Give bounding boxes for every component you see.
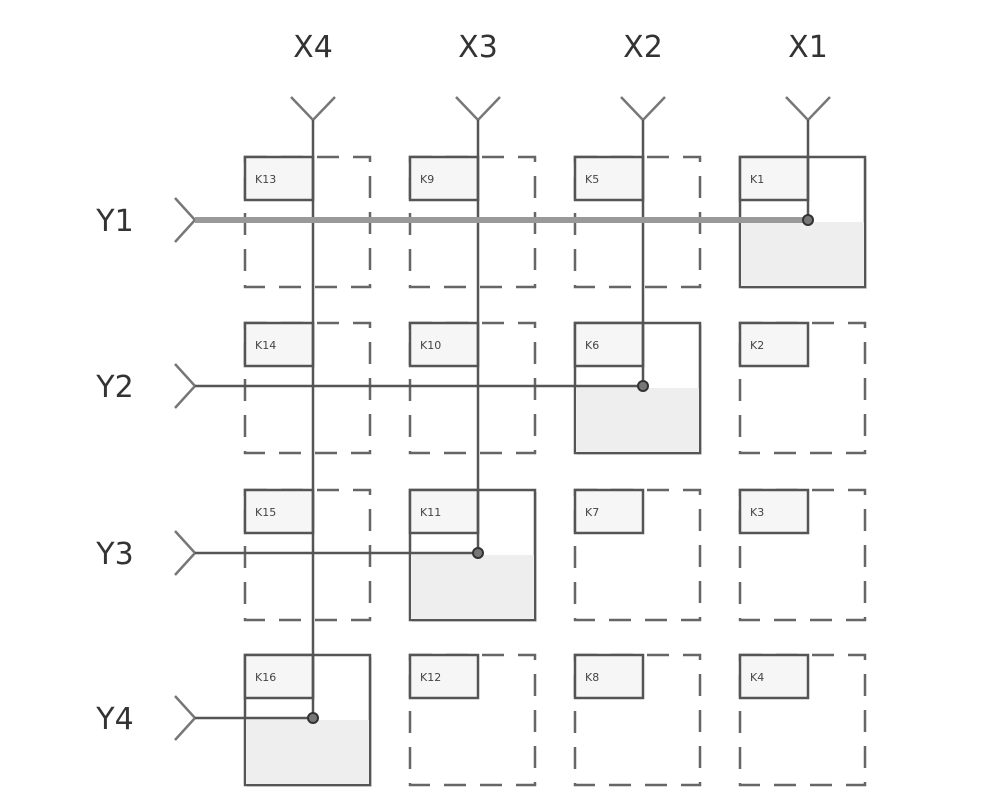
cell-box-inactive (738, 653, 867, 787)
cell-label-box (738, 488, 810, 535)
cell-fill (643, 388, 699, 452)
cell-label-box (573, 488, 645, 535)
cell-fill (313, 720, 369, 784)
cell-box-inactive (573, 653, 702, 787)
cell-fill (808, 222, 864, 286)
column-label-x3: X3 (458, 30, 498, 65)
cell-box-inactive (573, 488, 702, 622)
row-label-y3: Y3 (95, 537, 133, 572)
row-connector-icon (174, 695, 197, 741)
cell-label-box (573, 653, 645, 700)
cell-label-box (408, 155, 480, 202)
cell-k2: K2 (738, 321, 867, 455)
junction-dot-icon (307, 712, 319, 724)
cell-label-box (738, 155, 810, 202)
cell-label-box (243, 653, 315, 700)
cell-label: K6 (585, 339, 599, 352)
cell-k3: K3 (738, 488, 867, 622)
cell-label: K4 (750, 671, 764, 684)
row-label-y2: Y2 (95, 370, 133, 405)
cell-k4: K4 (738, 653, 867, 787)
cell-k14: K14 (243, 321, 372, 455)
cell-fill (741, 220, 809, 286)
cell-k7: K7 (573, 488, 702, 622)
cell-fill (478, 555, 534, 619)
cell-label: K8 (585, 671, 599, 684)
cell-k13: K13 (243, 155, 372, 289)
row-connector-icon (174, 530, 197, 576)
cell-k15: K15 (243, 488, 372, 622)
junction-dot-icon (472, 547, 484, 559)
row-connector-icon (174, 197, 197, 243)
cell-fill (411, 553, 479, 619)
cell-label: K12 (420, 671, 441, 684)
cell-label: K9 (420, 173, 434, 186)
cell-label-box (408, 653, 480, 700)
cell-box-inactive (243, 321, 372, 455)
cell-k8: K8 (573, 653, 702, 787)
cell-box-inactive (408, 653, 537, 787)
junction-dot-icon (637, 380, 649, 392)
cell-label-box (738, 321, 810, 368)
cell-label: K5 (585, 173, 599, 186)
column-connector-icon (620, 96, 666, 122)
junction-dot-icon (802, 214, 814, 226)
cell-label-box (408, 321, 480, 368)
cell-box-inactive (738, 321, 867, 455)
cell-label: K14 (255, 339, 276, 352)
column-connector-icon (290, 96, 336, 122)
column-label-x1: X1 (788, 30, 828, 65)
column-connector-icon (455, 96, 501, 122)
cell-label: K11 (420, 506, 441, 519)
cell-label: K10 (420, 339, 441, 352)
cell-label: K16 (255, 671, 276, 684)
column-label-x4: X4 (293, 30, 333, 65)
cell-box-inactive (243, 488, 372, 622)
column-label-x2: X2 (623, 30, 663, 65)
cell-label: K13 (255, 173, 276, 186)
cell-label: K15 (255, 506, 276, 519)
cell-label: K3 (750, 506, 764, 519)
cell-k12: K12 (408, 653, 537, 787)
cell-k10: K10 (408, 321, 537, 455)
row-label-y4: Y4 (95, 702, 133, 737)
cell-label: K7 (585, 506, 599, 519)
cell-label: K2 (750, 339, 764, 352)
cell-fill (576, 386, 644, 452)
cell-label-box (738, 653, 810, 700)
cell-box-inactive (408, 321, 537, 455)
column-connector-icon (785, 96, 831, 122)
cell-box-inactive (738, 488, 867, 622)
cell-k9: K9 (408, 155, 537, 289)
row-label-y1: Y1 (95, 204, 133, 239)
cell-fill (246, 718, 314, 784)
row-connector-icon (174, 363, 197, 409)
cell-label: K1 (750, 173, 764, 186)
cell-label-box (573, 321, 645, 368)
